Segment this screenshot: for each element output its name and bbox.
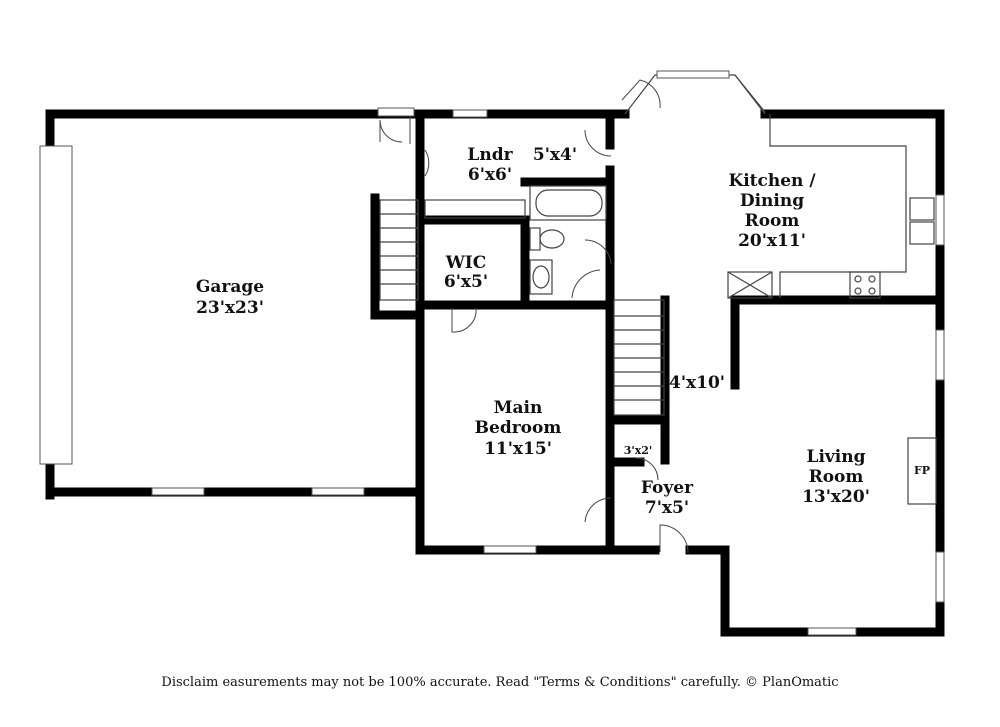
garage-name: Garage	[196, 277, 264, 297]
bath-sink	[529, 259, 553, 295]
foyer-name: Foyer	[641, 478, 694, 498]
kitchen-name-2: Dining	[740, 191, 804, 211]
fireplace	[907, 437, 937, 505]
kitchen-name-3: Room	[745, 211, 800, 231]
room-labels: Garage 23'x23' Lndr 6'x6' 5'x4' Kitchen …	[196, 145, 870, 518]
doors	[379, 79, 689, 554]
hall-size: 4'x10'	[669, 373, 725, 393]
kitchen-counters	[727, 114, 935, 299]
garage-stairs	[379, 199, 419, 301]
foyer-size: 7'x5'	[645, 498, 689, 518]
laundry-size: 6'x6'	[468, 165, 512, 185]
living-size: 13'x20'	[802, 487, 870, 507]
garage-door	[39, 145, 73, 465]
windows	[151, 107, 945, 636]
wic-name: WIC	[445, 253, 487, 273]
toilet	[529, 227, 565, 251]
wic-size: 6'x5'	[444, 272, 488, 292]
garage-size: 23'x23'	[196, 298, 264, 318]
bathtub	[529, 185, 607, 221]
laundry-counter	[424, 199, 526, 219]
main-bedroom-name-1: Main	[494, 398, 543, 418]
main-bedroom-name-2: Bedroom	[475, 418, 562, 438]
kitchen-size: 20'x11'	[738, 231, 806, 251]
living-name-2: Room	[809, 467, 864, 487]
disclaimer-text: Disclaim easurements may not be 100% acc…	[161, 675, 839, 690]
hall-stairs	[613, 299, 665, 416]
living-name-1: Living	[807, 447, 866, 467]
closet-size: 3'x2'	[624, 444, 653, 457]
main-bedroom-size: 11'x15'	[484, 439, 552, 459]
bay-window	[624, 70, 766, 115]
exterior-walls	[45, 109, 945, 637]
bath-size: 5'x4'	[533, 145, 577, 165]
kitchen-name-1: Kitchen /	[728, 171, 816, 191]
interior-walls	[370, 109, 945, 555]
laundry-name: Lndr	[467, 145, 513, 165]
fireplace-label: FP	[914, 464, 930, 477]
